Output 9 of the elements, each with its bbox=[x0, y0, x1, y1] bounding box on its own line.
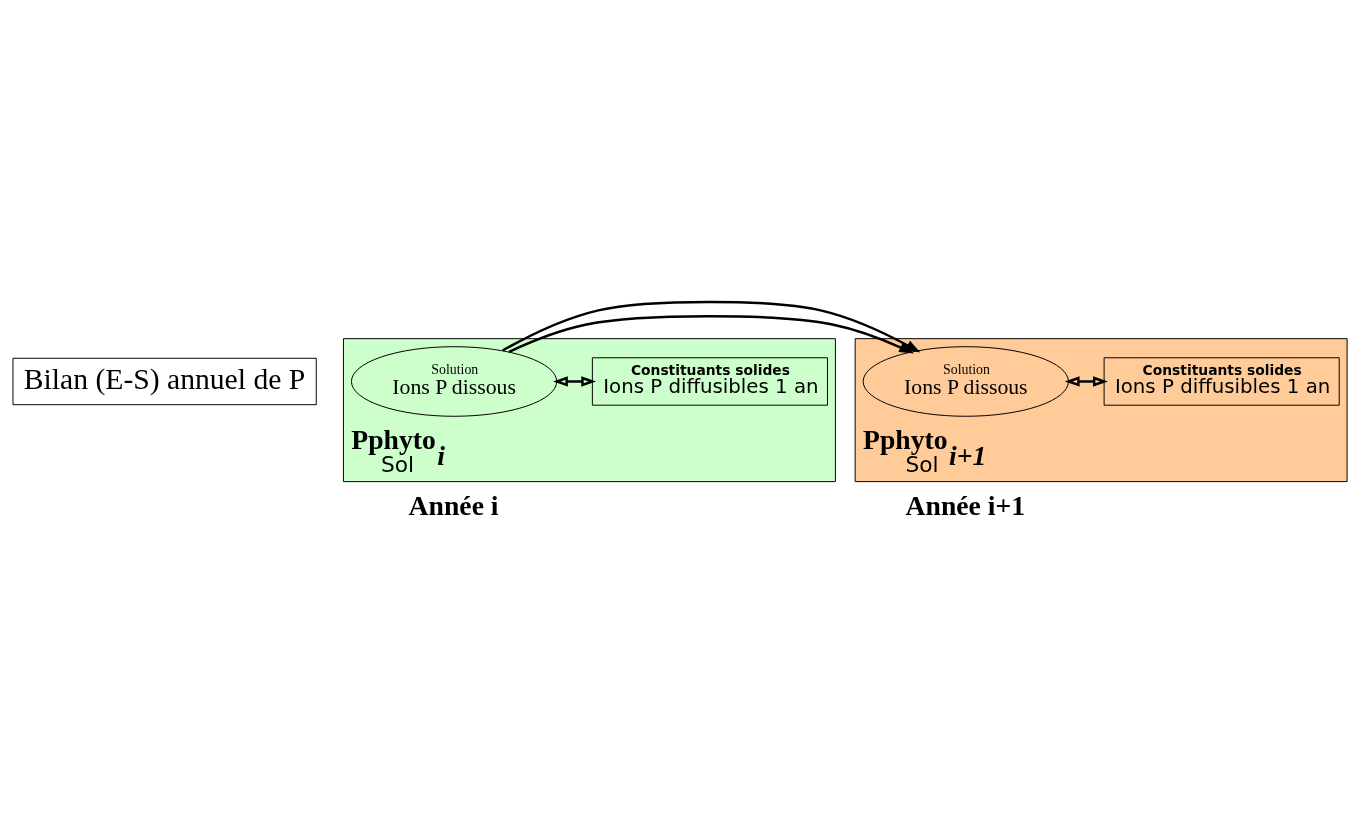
node-ellipse: Solution Ions P dissous bbox=[350, 345, 558, 417]
node-label: Année i+1 bbox=[905, 489, 1026, 521]
node-box: Constituants solides Ions P diffusibles 1 an bbox=[1103, 356, 1340, 406]
node-box: Constituants solides Ions P diffusibles 1 an bbox=[591, 356, 828, 406]
arrow bbox=[1064, 375, 1108, 387]
node-label: Année i bbox=[408, 489, 499, 521]
node-box: Bilan (E-S) annuel de P bbox=[12, 357, 317, 405]
node-ellipse: Solution Ions P dissous bbox=[862, 345, 1069, 417]
arrow bbox=[553, 375, 597, 387]
